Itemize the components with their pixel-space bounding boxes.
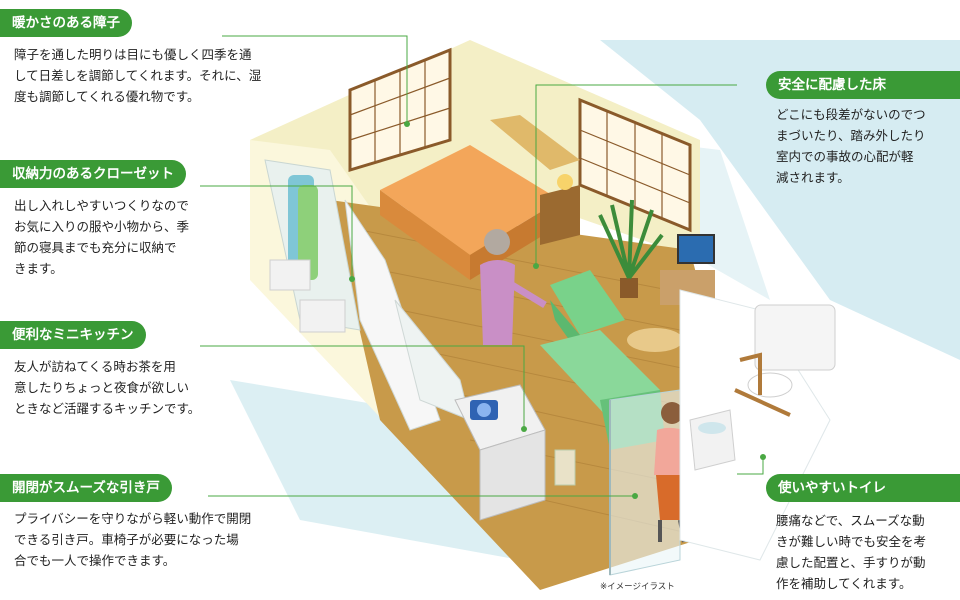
callout-toilet-title: 使いやすいトイレ	[766, 474, 960, 502]
callout-floor-title: 安全に配慮した床	[766, 71, 960, 99]
potted-plant	[598, 199, 664, 298]
image-note: ※イメージイラスト	[600, 582, 675, 592]
background-wash	[600, 40, 960, 360]
callout-door-title: 開閉がスムーズな引き戸	[0, 474, 172, 502]
callout-closet-text: 出し入れしやすいつくりなので お気に入りの服や小物から、季 節の寝具までも充分に…	[14, 198, 190, 276]
elderly-woman	[480, 229, 547, 345]
leader-lines	[200, 35, 764, 497]
callout-shoji-text: 障子を通した明りは目にも優しく四季を通 して日差しを調節してくれます。それに、湿…	[14, 47, 262, 104]
closet	[264, 159, 361, 333]
callout-kitchen-title: 便利なミニキッチン	[0, 321, 146, 349]
shoji-window-left	[348, 47, 452, 173]
callout-floor-text: どこにも段差がないのでつ まづいたり、踏み外したり 室内での事故の心配が軽 減さ…	[776, 107, 926, 185]
nightstand	[540, 174, 580, 245]
handrail	[734, 388, 791, 417]
wash-basin	[689, 409, 736, 471]
callout-closet-title: 収納力のあるクローゼット	[0, 160, 186, 188]
mini-kitchen	[454, 384, 576, 521]
side-table	[627, 328, 683, 352]
callout-shoji-title: 暖かさのある障子	[0, 9, 132, 37]
callout-kitchen-text: 友人が訪ねてくる時お茶を用 意したりちょっと夜食が欲しい ときなど活躍するキッチ…	[14, 359, 201, 416]
leader-dots	[349, 121, 766, 499]
shoji-window-right	[578, 97, 692, 233]
toilet	[739, 304, 836, 398]
callout-toilet-text: 腰痛などで、スムーズな動 きが難しい時でも安全を考 慮した配置と、手すりが動 作…	[776, 513, 927, 591]
closet-doors	[344, 199, 471, 431]
bed	[380, 115, 580, 280]
callout-door-text: プライバシーを守りながら軽い動作で開閉 できる引き戸。車椅子が必要になった場 合…	[14, 511, 252, 568]
